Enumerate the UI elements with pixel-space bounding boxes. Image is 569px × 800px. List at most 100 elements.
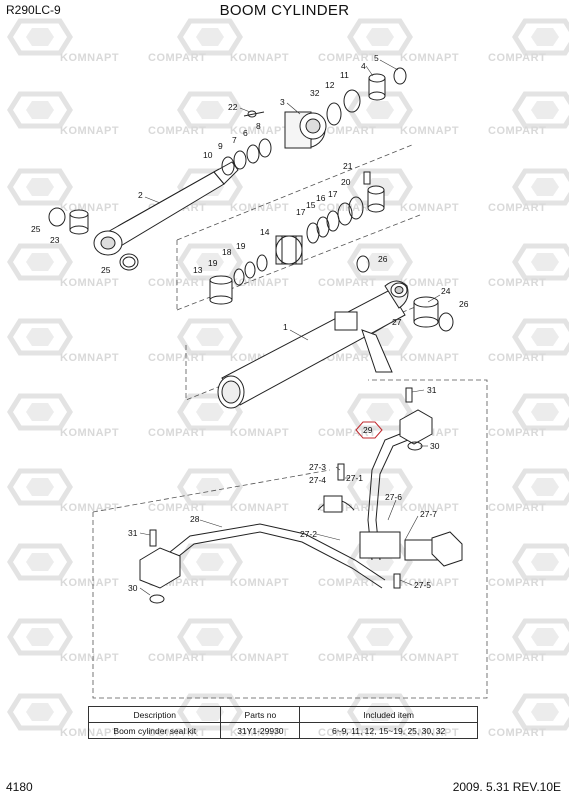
cell-included-item: 6~9, 11, 12, 15~19, 25, 30, 32 bbox=[299, 722, 478, 739]
rod-end-bushing bbox=[48, 207, 139, 271]
watermark-logo bbox=[180, 21, 240, 53]
watermark-text: KOMNAPT bbox=[60, 427, 119, 439]
watermark-text: COMPART bbox=[488, 202, 546, 214]
label-14: 14 bbox=[260, 227, 270, 237]
label-18: 18 bbox=[222, 247, 232, 257]
watermark-text: COMPART bbox=[148, 652, 206, 664]
watermark-text: KOMNAPT bbox=[400, 125, 459, 137]
watermark-logo bbox=[515, 246, 569, 278]
watermark-text: KOMNAPT bbox=[60, 502, 119, 514]
watermark-text: COMPART bbox=[488, 427, 546, 439]
watermark-text: KOMNAPT bbox=[400, 277, 459, 289]
watermark-text: KOMNAPT bbox=[60, 277, 119, 289]
watermark-text: KOMNAPT bbox=[60, 52, 119, 64]
head-bushing bbox=[368, 73, 386, 101]
watermark-text: KOMNAPT bbox=[60, 352, 119, 364]
label-27-3: 27-3 bbox=[309, 462, 326, 472]
label-19a: 19 bbox=[208, 258, 218, 268]
label-7: 7 bbox=[232, 135, 237, 145]
piston-rod bbox=[93, 161, 239, 256]
piston-nut bbox=[209, 275, 233, 305]
watermark-logo bbox=[515, 171, 569, 203]
label-20: 20 bbox=[341, 177, 351, 187]
watermark-text: COMPART bbox=[148, 502, 206, 514]
label-9: 9 bbox=[218, 141, 223, 151]
label-4: 4 bbox=[361, 61, 366, 71]
watermark-text: KOMNAPT bbox=[230, 202, 289, 214]
page-number: 4180 bbox=[6, 780, 33, 794]
header-parts-no: Parts no bbox=[220, 706, 301, 723]
watermark-logo bbox=[180, 546, 240, 578]
part-29-callout bbox=[355, 421, 383, 439]
watermark-text: COMPART bbox=[488, 52, 546, 64]
watermark-text: KOMNAPT bbox=[230, 427, 289, 439]
label-12: 12 bbox=[325, 80, 335, 90]
bolts bbox=[149, 387, 413, 589]
watermark-logo bbox=[515, 321, 569, 353]
label-5: 5 bbox=[374, 53, 379, 63]
model-number: R290LC-9 bbox=[6, 3, 61, 17]
label-16: 16 bbox=[316, 193, 326, 203]
watermark-text: KOMNAPT bbox=[230, 125, 289, 137]
watermark-logo bbox=[10, 171, 70, 203]
watermark-text: KOMNAPT bbox=[400, 352, 459, 364]
watermark-text: KOMNAPT bbox=[230, 652, 289, 664]
watermark-text: COMPART bbox=[488, 502, 546, 514]
watermark-text: COMPART bbox=[148, 427, 206, 439]
label-31a: 31 bbox=[427, 385, 437, 395]
pipe-flanges bbox=[139, 409, 463, 589]
watermark-text: COMPART bbox=[488, 125, 546, 137]
revision-date: 2009. 5.31 REV.10E bbox=[452, 780, 561, 794]
cylinder-tube bbox=[217, 280, 409, 409]
watermark-text: COMPART bbox=[148, 352, 206, 364]
watermark-text: KOMNAPT bbox=[60, 202, 119, 214]
watermark-text: KOMNAPT bbox=[400, 52, 459, 64]
label-26b: 26 bbox=[459, 299, 469, 309]
watermark-logo bbox=[10, 621, 70, 653]
watermark-text: KOMNAPT bbox=[230, 577, 289, 589]
watermark-logo bbox=[180, 321, 240, 353]
cell-parts-no: 31Y1-29930 bbox=[220, 722, 301, 739]
watermark-text: COMPART bbox=[318, 577, 376, 589]
watermark-logo bbox=[10, 546, 70, 578]
watermark-text: COMPART bbox=[488, 352, 546, 364]
header-description: Description bbox=[87, 706, 222, 723]
watermark-text: KOMNAPT bbox=[400, 577, 459, 589]
table-header-row: Description Parts no Included item bbox=[87, 706, 478, 723]
watermark-logo bbox=[10, 94, 70, 126]
label-19b: 19 bbox=[236, 241, 246, 251]
label-28: 28 bbox=[190, 514, 200, 524]
watermark-text: KOMNAPT bbox=[230, 502, 289, 514]
head-seal-rings bbox=[221, 67, 407, 176]
watermark-text: COMPART bbox=[488, 727, 546, 739]
label-30b: 30 bbox=[128, 583, 138, 593]
label-1: 1 bbox=[283, 322, 288, 332]
watermark-text: KOMNAPT bbox=[400, 652, 459, 664]
leader-lines bbox=[139, 59, 441, 596]
label-31b: 31 bbox=[128, 528, 138, 538]
watermark-text: COMPART bbox=[148, 52, 206, 64]
label-27-4: 27-4 bbox=[309, 475, 326, 485]
watermark-logo bbox=[515, 696, 569, 728]
watermark-logo bbox=[10, 21, 70, 53]
watermark-logo bbox=[515, 621, 569, 653]
part-labels: 1 2 3 4 5 6 7 8 9 10 11 12 13 14 15 16 1… bbox=[31, 53, 469, 593]
label-10: 10 bbox=[203, 150, 213, 160]
label-27-6: 27-6 bbox=[385, 492, 402, 502]
watermark-logo bbox=[10, 396, 70, 428]
watermark-logo bbox=[180, 621, 240, 653]
label-27-2: 27-2 bbox=[300, 529, 317, 539]
watermark-text: COMPART bbox=[318, 277, 376, 289]
label-30a: 30 bbox=[430, 441, 440, 451]
label-3: 3 bbox=[280, 97, 285, 107]
watermark-logo bbox=[350, 621, 410, 653]
label-32: 32 bbox=[310, 88, 320, 98]
label-13: 13 bbox=[193, 265, 203, 275]
watermark-logo bbox=[515, 471, 569, 503]
watermark-logo bbox=[515, 94, 569, 126]
watermark-logo bbox=[180, 471, 240, 503]
watermark-text: KOMNAPT bbox=[230, 277, 289, 289]
watermark-logo bbox=[10, 696, 70, 728]
watermark-text: KOMNAPT bbox=[230, 52, 289, 64]
